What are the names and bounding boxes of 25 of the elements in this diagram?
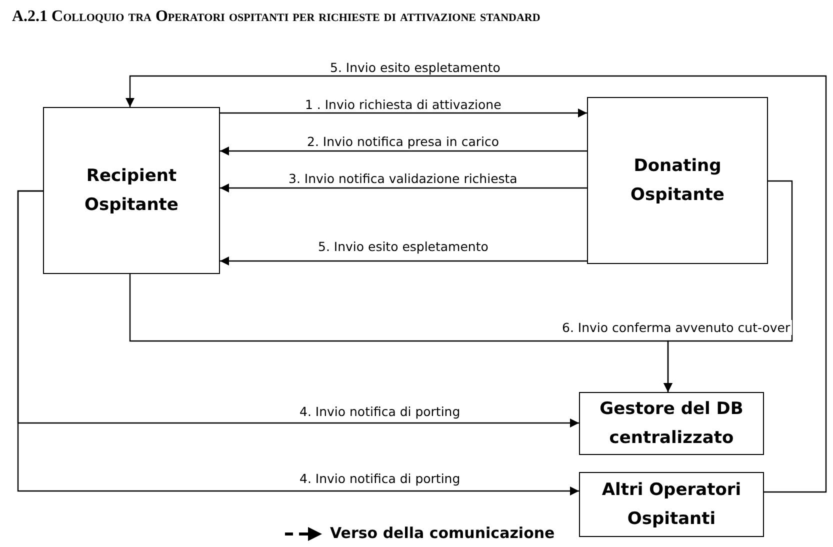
edge-label: 1 . Invio richiesta di attivazione xyxy=(303,97,504,112)
arrow xyxy=(126,75,827,493)
arrow xyxy=(220,146,587,156)
edge-label: 5. Invio esito espletamento xyxy=(316,239,490,254)
edge-label: 5. Invio esito espletamento xyxy=(328,60,502,75)
node-label: Altri Operatori Ospitanti xyxy=(600,478,742,530)
node-label: Recipient Ospitante xyxy=(84,164,180,216)
edge-label: 3. Invio notifica validazione richiesta xyxy=(286,171,520,186)
node-label: Donating Ospitante xyxy=(630,154,726,206)
node-label: Gestore del DB centralizzato xyxy=(598,398,744,450)
arrow xyxy=(220,108,587,118)
arrow xyxy=(17,190,579,496)
process-box xyxy=(43,107,220,274)
legend-label: Verso della comunicazione xyxy=(330,524,555,542)
process-box xyxy=(579,472,764,537)
arrow xyxy=(220,184,587,192)
arrow xyxy=(664,180,793,392)
diagram-title: A.2.1 Colloquio tra Operatori ospitanti per richieste di attivazione standard xyxy=(12,8,540,26)
process-box xyxy=(579,392,764,455)
edge-label: 4. Invio notifica di porting xyxy=(298,404,462,419)
arrow xyxy=(220,256,587,266)
edge-label: 2. Invio notifica presa in carico xyxy=(305,134,501,149)
edge-label: 4. Invio notifica di porting xyxy=(298,471,462,486)
process-box xyxy=(587,97,768,264)
edge-label: 6. Invio conferma avvenuto cut-over xyxy=(560,320,792,335)
